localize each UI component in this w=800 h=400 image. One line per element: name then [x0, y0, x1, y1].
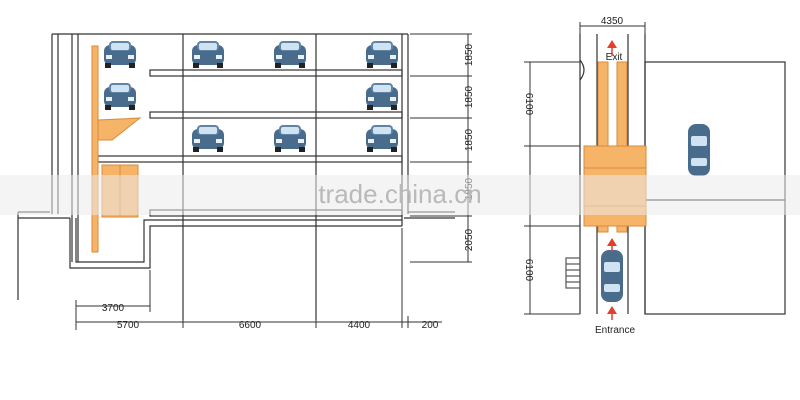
- pit-outline: [69, 218, 402, 269]
- car-icon: [366, 41, 398, 68]
- deck-ground: [149, 209, 403, 217]
- car-icon: [192, 125, 224, 152]
- car-icon: [274, 41, 306, 68]
- width-dim-label: 3700: [102, 303, 125, 314]
- parking-bay: [644, 61, 786, 201]
- car-icon: [601, 250, 623, 302]
- lift-bracket: [97, 117, 142, 141]
- plan-length-dim-label: 6100: [523, 93, 534, 116]
- plan-dims: 4350 6100 6100: [523, 16, 646, 315]
- entrance-label: Entrance: [595, 325, 635, 336]
- lift-post: [91, 45, 99, 253]
- exit-label: Exit: [606, 52, 623, 63]
- height-dim-label: 1850: [464, 177, 475, 200]
- exit-arrow-icon: [607, 40, 617, 56]
- turntable-platform: [583, 145, 647, 227]
- height-dim-label: 2050: [464, 228, 475, 251]
- elevation-view: [17, 33, 455, 320]
- stair-hatch: [565, 257, 581, 289]
- car-icon: [192, 41, 224, 68]
- width-dim-label: 5700: [117, 320, 140, 331]
- deck-level-2: [149, 111, 403, 119]
- car-icon: [274, 125, 306, 152]
- lift-mechanism: [91, 45, 142, 253]
- width-dim-label: 200: [422, 320, 439, 331]
- deck-level-3: [149, 69, 403, 77]
- parked-cars-elevation: [104, 41, 398, 152]
- width-dim-label: 4400: [348, 320, 371, 331]
- entrance-arrow-icon: [607, 238, 617, 320]
- deck-level-1: [97, 155, 403, 163]
- car-icon: [688, 124, 710, 176]
- height-dim-label: 1850: [464, 128, 475, 151]
- car-icon: [104, 41, 136, 68]
- elevation-width-dims: 3700 5700 6600 4400 200: [75, 228, 442, 331]
- plan-length-dim-label: 6100: [523, 259, 534, 282]
- plan-width-dim-label: 4350: [601, 16, 624, 27]
- car-icon: [366, 83, 398, 110]
- height-dim-label: 1850: [464, 85, 475, 108]
- car-icon: [366, 125, 398, 152]
- plan-lift: [583, 61, 647, 233]
- elevation-height-dims: 1850 1850 1850 1850 2050: [410, 33, 475, 263]
- width-dim-label: 6600: [239, 320, 262, 331]
- height-dim-label: 1850: [464, 43, 475, 66]
- car-icon: [104, 83, 136, 110]
- parking-bay: [644, 199, 786, 315]
